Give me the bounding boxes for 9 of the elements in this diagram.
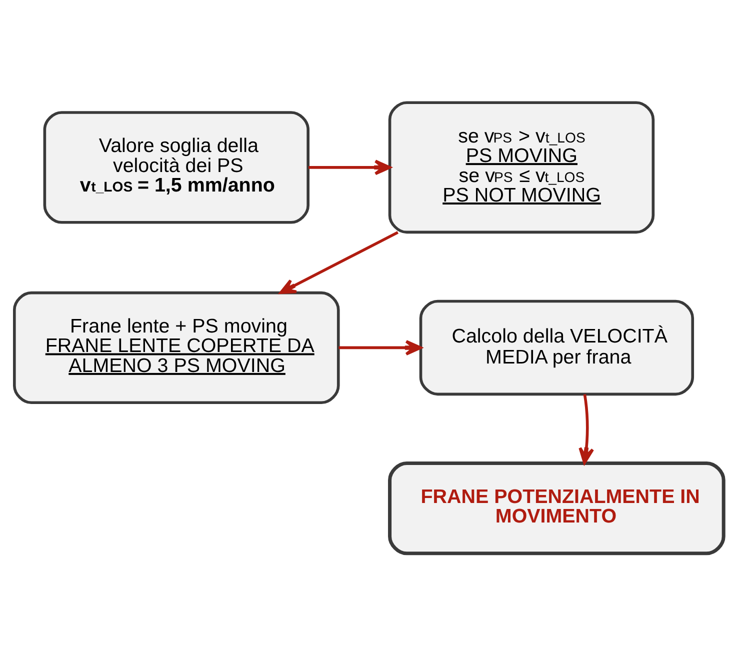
- node-box: se vPS > vt_LOS PS MOVING se vPS ≤ vt_LOS PS NOT MOVING: [388, 101, 655, 234]
- arrow: [578, 394, 594, 464]
- node-box: Frane lente + PS moving FRANE LENTE COPERTE DA ALMENO 3 PS MOVING: [13, 291, 340, 404]
- node-box: Calcolo della VELOCITÀ MEDIA per frana: [419, 300, 694, 396]
- node-box: FRANE POTENZIALMENTE IN MOVIMENTO: [388, 461, 726, 556]
- arrow: [280, 231, 398, 294]
- arrow: [338, 340, 422, 356]
- node-box: Valore soglia della velocità dei PS vt_LOS = 1,5 mm/anno: [43, 111, 310, 224]
- arrow: [308, 160, 392, 176]
